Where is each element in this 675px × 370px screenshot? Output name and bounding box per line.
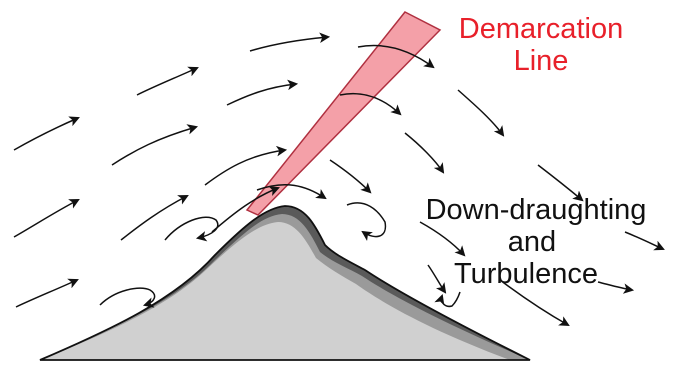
wind-arrow-icon — [427, 264, 447, 294]
wind-arrow-icon — [249, 32, 331, 52]
wind-arrow-icon — [120, 195, 189, 241]
mountain-body — [40, 222, 510, 360]
wind-arrow-icon — [15, 278, 79, 308]
wind-arrow-icon — [329, 159, 372, 194]
wind-arrow-icon — [13, 116, 80, 151]
mountain — [39, 205, 531, 361]
downdraught-arrows — [329, 89, 665, 327]
downdraught-label-line1: Down-draughting — [425, 194, 647, 226]
mountain-outline — [39, 205, 531, 361]
demarcation-line-label-line2: Line — [513, 45, 569, 77]
demarcation-line-label-line1: Demarcation — [458, 13, 624, 45]
wind-arrow-icon — [597, 281, 635, 294]
wind-arrow-icon — [13, 199, 80, 238]
eddy-arrow-icon — [346, 202, 387, 242]
wind-arrow-icon — [226, 79, 299, 106]
wind-arrow-icon — [204, 145, 288, 186]
wind-arrow-icon — [624, 231, 665, 251]
wind-arrow-icon — [499, 279, 570, 327]
eddy-arrow-icon — [99, 287, 156, 308]
demarcation-line-wedge — [245, 11, 442, 216]
wind-arrow-icon — [434, 291, 461, 308]
wind-arrow-icon — [339, 93, 402, 116]
wind-arrow-icon — [537, 164, 584, 202]
wind-arrows — [13, 32, 435, 308]
downdraught-label-line3: Turbulence — [453, 258, 598, 290]
wind-arrow-icon — [111, 124, 199, 166]
eddy-arrow-icon — [164, 216, 219, 242]
demarcation-line-label: Demarcation Line — [436, 13, 646, 77]
wind-arrow-icon — [419, 221, 466, 257]
downdraught-label: Down-draughting and Turbulence — [400, 194, 672, 290]
downdraught-label-line2: and — [507, 226, 557, 258]
wind-arrow-icon — [457, 89, 505, 137]
wind-arrow-icon — [357, 44, 435, 69]
wind-arrow-icon — [404, 132, 445, 174]
eddy-arrows — [99, 202, 387, 308]
wind-arrow-icon — [256, 183, 327, 200]
wind-arrow-icon — [136, 66, 199, 96]
